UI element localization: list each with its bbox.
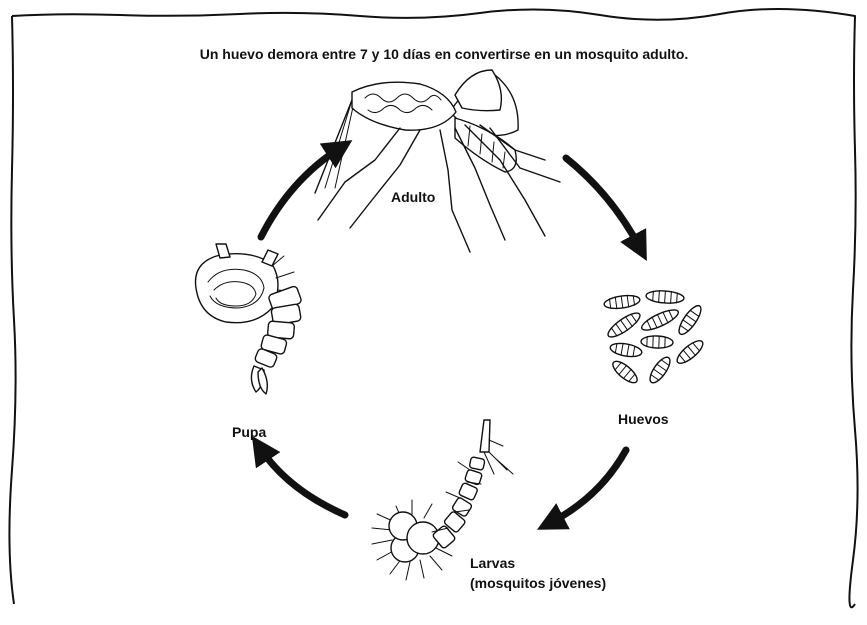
cycle-arrows: [260, 148, 640, 523]
larva-body: [432, 457, 485, 549]
larvae-sublabel: (mosquitos jóvenes): [470, 575, 606, 591]
pupa-icon: [196, 244, 303, 394]
mosquito-adult-icon: [315, 70, 560, 252]
larvae-label: Larvas: [470, 555, 515, 571]
eggs-label: Huevos: [618, 411, 669, 427]
adult-label: Adulto: [391, 189, 435, 205]
arrow-larvae-to-pupa: [260, 448, 345, 515]
pupa-label: Pupa: [232, 424, 266, 440]
diagram-heading: Un huevo demora entre 7 y 10 días en con…: [200, 46, 689, 62]
egg-cluster-icon: [603, 290, 706, 387]
arrow-adult-to-eggs: [566, 158, 640, 248]
arrow-eggs-to-larvae: [550, 450, 626, 523]
